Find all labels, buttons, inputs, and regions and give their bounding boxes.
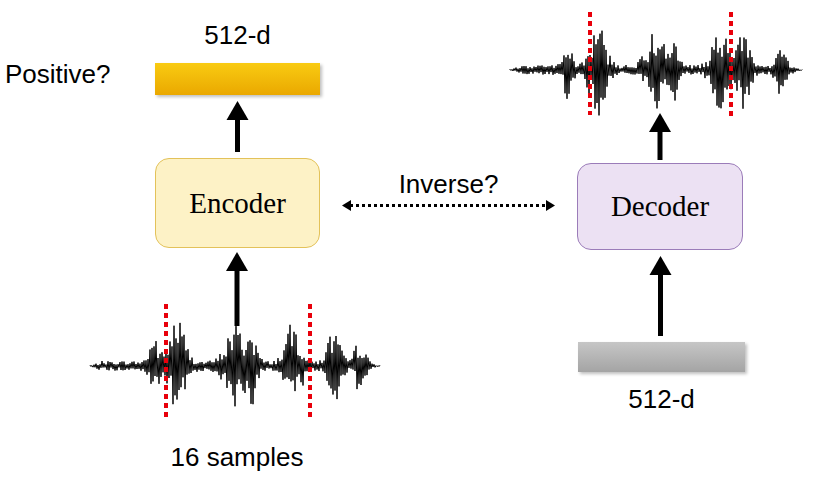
question-label: Positive? <box>5 59 111 90</box>
output-arrow-head <box>649 113 671 132</box>
arrow-head <box>342 200 351 211</box>
embedding-bar: 512-d <box>155 63 320 95</box>
connector-line <box>658 274 663 336</box>
connector-line <box>235 119 240 152</box>
dimension-label: 512-d <box>204 20 271 51</box>
encoder-box: Encoder <box>155 158 320 248</box>
waveform <box>90 323 380 406</box>
input-arrow-shaft <box>235 270 240 326</box>
dimension-label: 512-d <box>628 384 695 415</box>
flow-arrow <box>227 101 249 152</box>
decoder-box: Decoder <box>577 163 743 250</box>
cut-marker <box>729 12 733 118</box>
box-title: Encoder <box>189 187 286 220</box>
edge-label: Inverse? <box>396 169 502 200</box>
arrow-head <box>650 256 672 275</box>
box-title: Decoder <box>611 190 709 223</box>
waveform <box>510 31 802 116</box>
cut-marker <box>308 304 312 420</box>
arrow-head <box>546 200 555 211</box>
cut-marker <box>588 12 592 115</box>
dotted-arrow <box>342 200 555 211</box>
input-arrow-head <box>226 252 248 271</box>
arrow-head <box>227 101 249 120</box>
output-arrow-shaft <box>658 132 663 160</box>
cut-marker <box>164 304 168 420</box>
flow-arrow <box>650 256 672 336</box>
embedding-bar: 512-d <box>578 342 745 372</box>
connector-line <box>350 204 547 207</box>
caption-label: 16 samples <box>171 442 304 473</box>
